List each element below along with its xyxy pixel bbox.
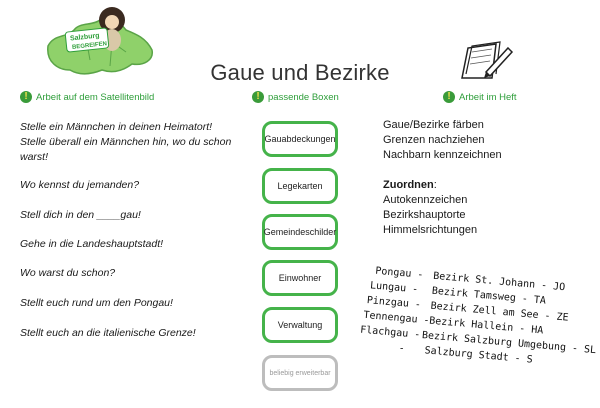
question-8: Stellt euch an die italienische Grenze! bbox=[20, 327, 196, 339]
task-item: Grenzen nachziehen bbox=[383, 134, 485, 146]
task-list: Gaue/Bezirke färben Grenzen nachziehen N… bbox=[383, 118, 502, 163]
zuordnen-colon: : bbox=[433, 179, 437, 191]
zuordnen-item: Himmelsrichtungen bbox=[383, 224, 478, 236]
question-6: Wo warst du schon? bbox=[20, 267, 116, 279]
question-5: Gehe in die Landeshauptstadt! bbox=[20, 238, 164, 250]
box-legekarten: Legekarten bbox=[262, 168, 338, 204]
section-header-satellite: ! Arbeit auf dem Satellitenbild bbox=[20, 91, 154, 103]
section-header-notebook: ! Arbeit im Heft bbox=[443, 91, 517, 103]
exclamation-icon: ! bbox=[252, 91, 264, 103]
handwritten-list: Pongau - Lungau - Pinzgau - Tennengau - … bbox=[357, 264, 597, 407]
zuordnen-heading-text: Zuordnen bbox=[383, 179, 434, 191]
question-4: Stell dich in den ____gau! bbox=[20, 209, 141, 221]
task-item: Gaue/Bezirke färben bbox=[383, 119, 484, 131]
gau-name: Lungau - bbox=[369, 280, 419, 296]
exclamation-icon: ! bbox=[20, 91, 32, 103]
gau-name: Flachgau - bbox=[359, 324, 421, 341]
box-gauabdeckungen: Gauabdeckungen bbox=[262, 121, 338, 157]
gau-name: Pongau - bbox=[374, 265, 424, 281]
section-label-boxes: passende Boxen bbox=[268, 91, 339, 103]
task-item: Nachbarn kennzeichnen bbox=[383, 149, 502, 161]
zuordnen-heading: Zuordnen: bbox=[383, 178, 477, 193]
page-title: Gaue und Bezirke bbox=[210, 60, 390, 85]
zuordnen-item: Autokennzeichen bbox=[383, 194, 468, 206]
box-verwaltung: Verwaltung bbox=[262, 307, 338, 343]
question-1: Stelle ein Männchen in deinen Heimatort! bbox=[20, 121, 213, 133]
question-3: Wo kennst du jemanden? bbox=[20, 179, 140, 191]
box-einwohner: Einwohner bbox=[262, 260, 338, 296]
salzburg-map-logo: Salzburg BEGREIFEN bbox=[40, 4, 160, 84]
question-7: Stellt euch rund um den Pongau! bbox=[20, 297, 173, 309]
zuordnen-item: Bezirkshauptorte bbox=[383, 209, 466, 221]
section-label-notebook: Arbeit im Heft bbox=[459, 91, 517, 103]
notebook-pencil-icon bbox=[456, 34, 516, 86]
section-label-satellite: Arbeit auf dem Satellitenbild bbox=[36, 91, 155, 103]
question-2: Stelle überall ein Männchen hin, wo du s… bbox=[20, 136, 232, 163]
box-beliebig-erweiterbar: beliebig erweiterbar bbox=[262, 355, 338, 391]
zuordnen-list: Zuordnen: Autokennzeichen Bezirkshauptor… bbox=[383, 178, 477, 238]
box-gemeindeschilder: Gemeindeschilder bbox=[262, 214, 338, 250]
gau-name: - bbox=[398, 343, 406, 355]
section-header-boxes: ! passende Boxen bbox=[252, 91, 339, 103]
exclamation-icon: ! bbox=[443, 91, 455, 103]
